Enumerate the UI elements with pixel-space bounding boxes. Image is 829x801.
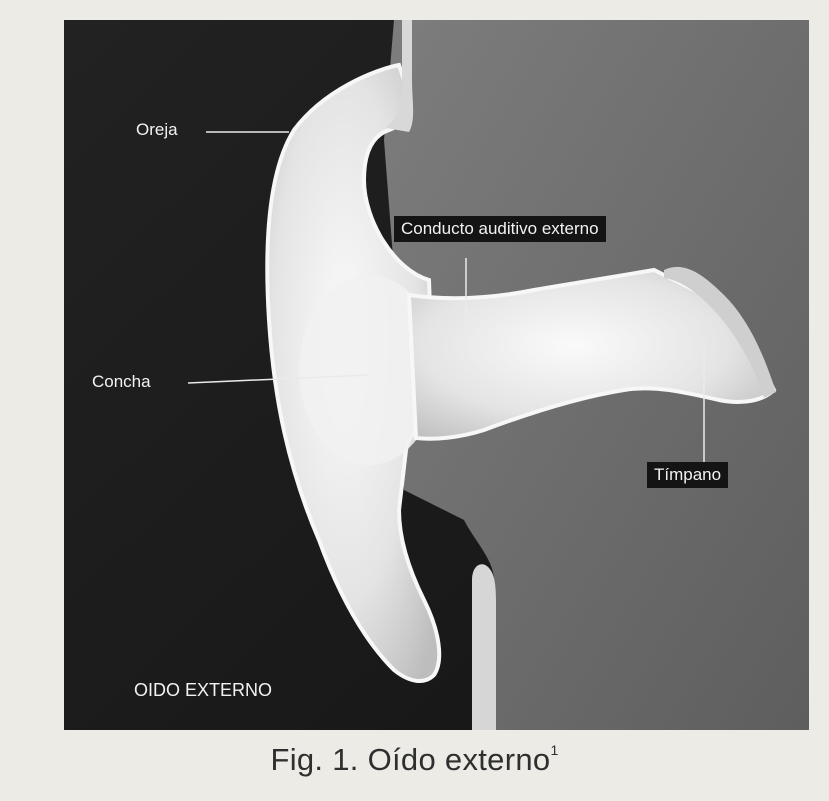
label-conducto-auditivo-externo: Conducto auditivo externo [394,216,606,242]
figure-caption: Fig. 1. Oído externo1 [0,742,829,778]
label-timpano: Tímpano [647,462,728,488]
section-title: OIDO EXTERNO [134,680,272,701]
ear-diagram: Oreja Concha Conducto auditivo externo T… [64,20,809,730]
lower-notch [472,564,496,730]
label-concha: Concha [92,372,151,392]
caption-text: Fig. 1. Oído externo [270,742,550,777]
footnote-marker: 1 [550,742,558,758]
label-oreja: Oreja [136,120,178,140]
